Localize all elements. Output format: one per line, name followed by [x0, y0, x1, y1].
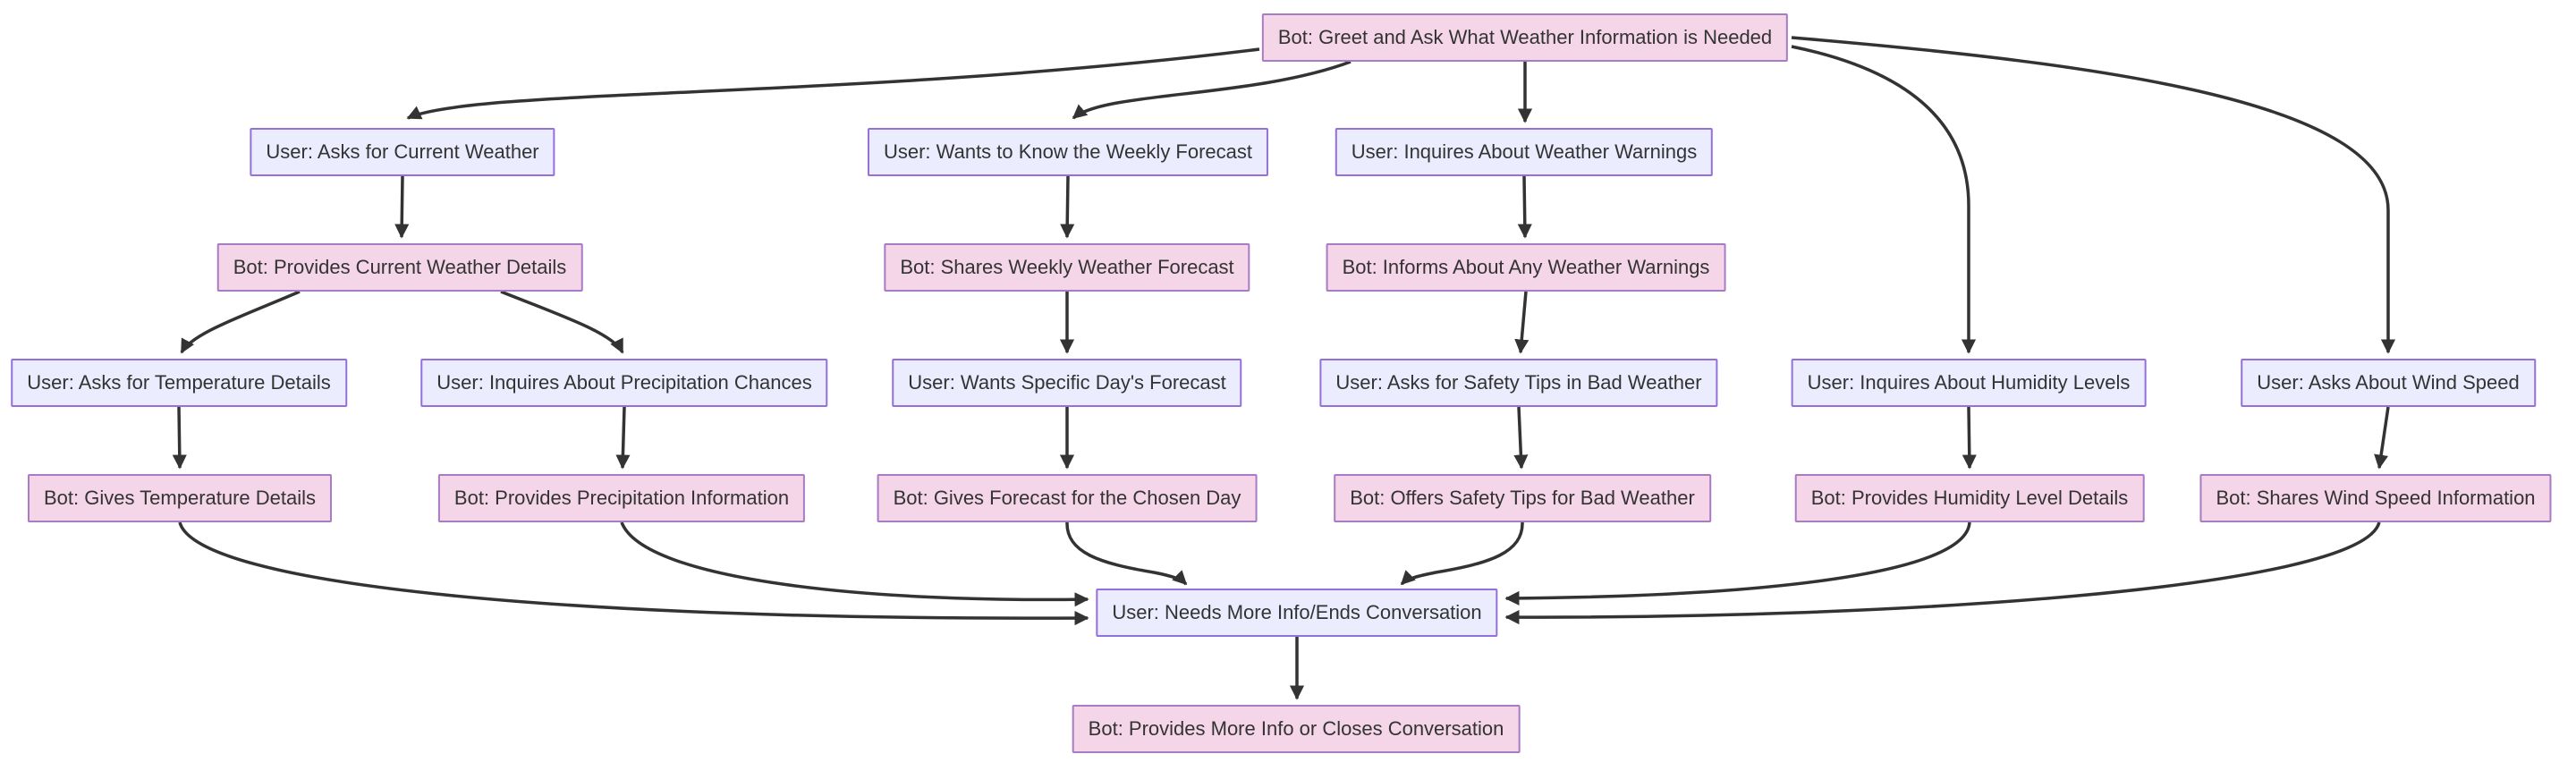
edge-user-wind-to-bot-wind [2374, 406, 2390, 470]
edge-user-temp-to-bot-temp [172, 406, 187, 470]
edge-bot-current-to-user-temp [180, 290, 301, 354]
node-user-current-weather: User: Asks for Current Weather [250, 128, 555, 177]
node-user-needs-more-info: User: Needs More Info/Ends Conversation [1096, 589, 1498, 638]
node-bot-temperature: Bot: Gives Temperature Details [27, 474, 333, 523]
edge-bot-warnings-to-user-safety [1514, 291, 1530, 354]
node-user-weekly-forecast: User: Wants to Know the Weekly Forecast [867, 128, 1269, 177]
edge-user-safety-to-bot-safety [1513, 406, 1529, 470]
edge-greet-to-user-weekly [1072, 60, 1352, 120]
edge-bot-wind-to-user-needs [1504, 521, 2381, 625]
node-user-safety-tips: User: Asks for Safety Tips in Bad Weathe… [1319, 359, 1718, 408]
node-bot-current-details: Bot: Provides Current Weather Details [216, 243, 583, 292]
node-user-wind-speed: User: Asks About Wind Speed [2241, 359, 2536, 408]
node-bot-greet: Bot: Greet and Ask What Weather Informat… [1261, 13, 1789, 63]
node-user-humidity: User: Inquires About Humidity Levels [1791, 359, 2147, 408]
edge-greet-to-user-wind [1791, 36, 2396, 354]
edge-bot-temp-to-user-needs [178, 521, 1089, 626]
edge-bot-current-to-user-precip [500, 290, 624, 354]
edge-greet-to-user-humidity [1791, 45, 1977, 354]
edge-user-weekly-to-bot-weekly [1060, 175, 1075, 239]
node-user-weather-warnings: User: Inquires About Weather Warnings [1335, 128, 1714, 177]
edge-bot-precip-to-user-needs [620, 521, 1089, 607]
node-bot-humidity: Bot: Provides Humidity Level Details [1794, 474, 2145, 523]
edge-greet-to-user-current [406, 47, 1260, 120]
node-user-specific-day: User: Wants Specific Day's Forecast [892, 359, 1242, 408]
node-bot-wind-speed: Bot: Shares Wind Speed Information [2199, 474, 2552, 523]
edge-bot-humidity-to-user-needs [1504, 521, 1971, 606]
edge-user-warnings-to-bot-warnings [1517, 175, 1532, 239]
node-bot-chosen-day: Bot: Gives Forecast for the Chosen Day [877, 474, 1258, 523]
node-user-precipitation: User: Inquires About Precipitation Chanc… [420, 359, 828, 408]
node-bot-weekly-forecast: Bot: Shares Weekly Weather Forecast [884, 243, 1250, 292]
edge-user-humidity-to-bot-humidity [1962, 406, 1977, 470]
node-bot-precipitation: Bot: Provides Precipitation Information [437, 474, 806, 523]
node-bot-safety-tips: Bot: Offers Safety Tips for Bad Weather [1334, 474, 1711, 523]
edge-bot-safety-to-user-needs [1400, 521, 1524, 586]
node-bot-warnings-info: Bot: Informs About Any Weather Warnings [1326, 243, 1726, 292]
node-bot-more-info-close: Bot: Provides More Info or Closes Conver… [1072, 705, 1521, 754]
edge-bot-forecast-to-user-needs [1065, 521, 1188, 586]
node-user-temperature: User: Asks for Temperature Details [11, 359, 347, 408]
edge-user-precip-to-bot-precip [615, 406, 631, 470]
